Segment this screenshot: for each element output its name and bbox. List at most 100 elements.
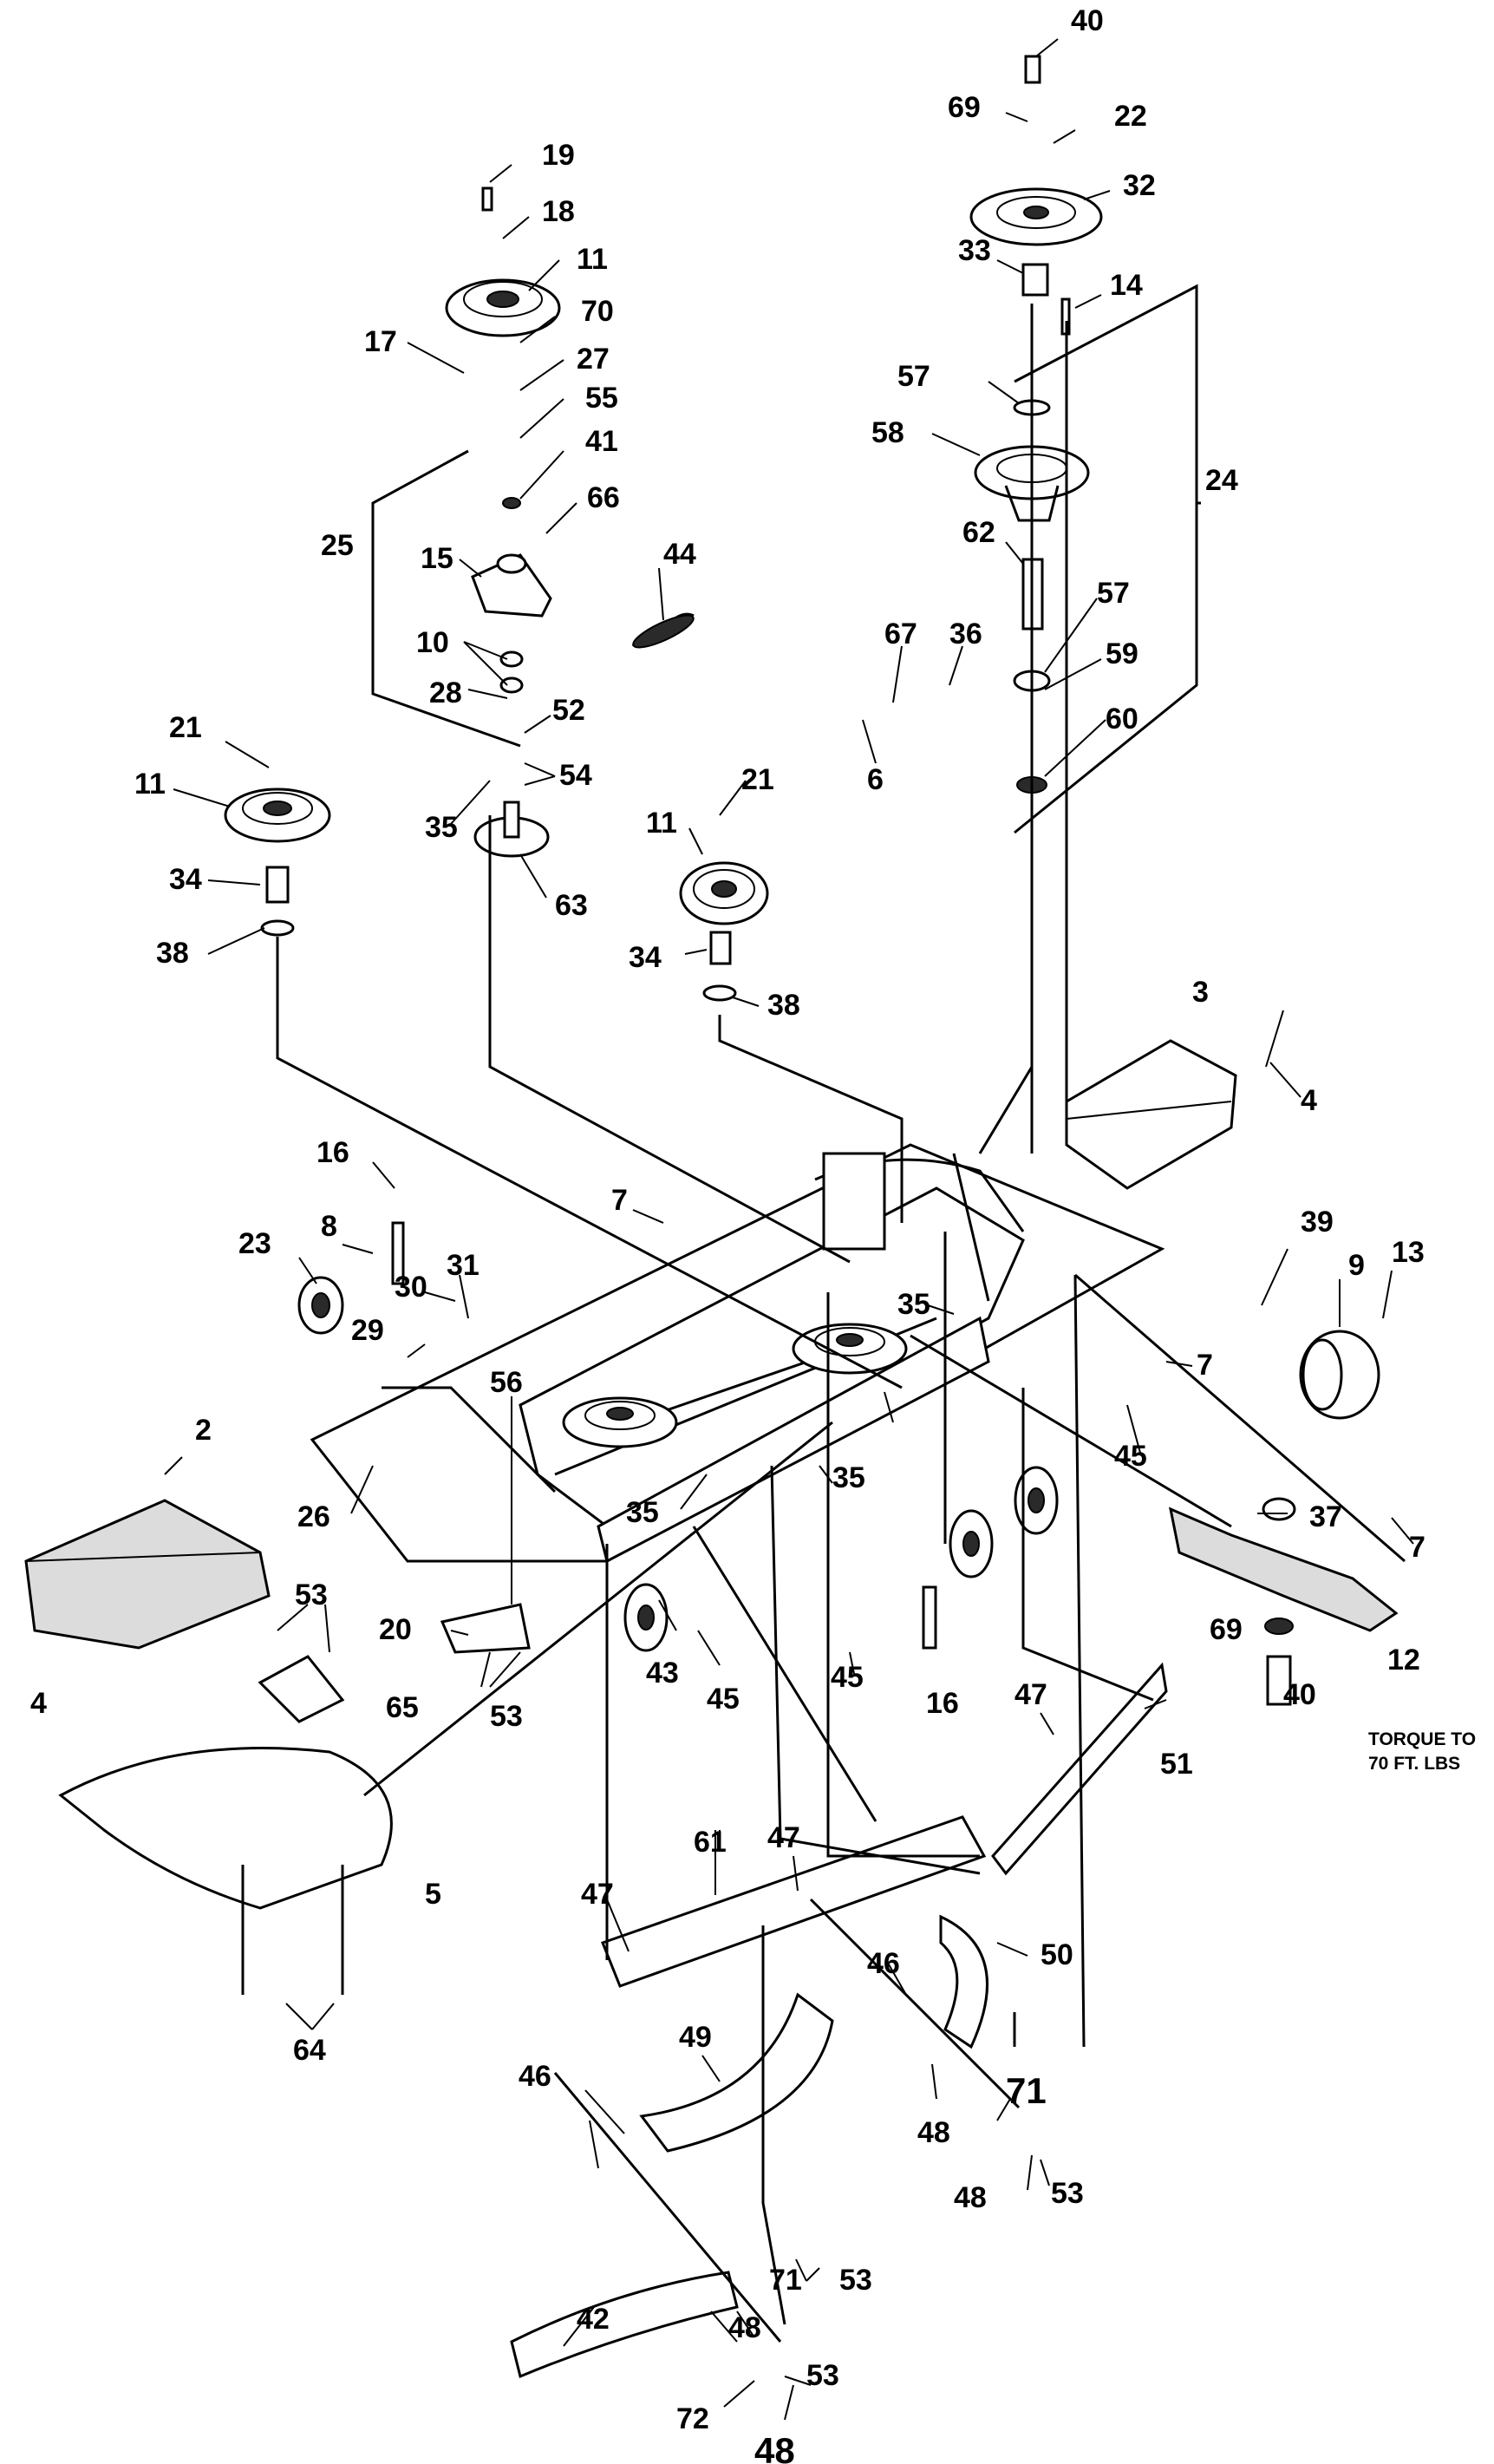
callout-42: 42 [577, 2303, 610, 2336]
callout-16: 16 [316, 1136, 349, 1169]
callout-29: 29 [351, 1314, 384, 1347]
callout-45: 45 [1114, 1440, 1147, 1473]
callout-46: 46 [867, 1947, 900, 1980]
callout-8: 8 [321, 1210, 337, 1243]
callout-23: 23 [238, 1227, 271, 1260]
callout-14: 14 [1110, 269, 1143, 302]
callout-30: 30 [395, 1271, 427, 1304]
pulley-11-top [445, 278, 561, 337]
callout-35: 35 [626, 1496, 659, 1529]
callout-62: 62 [962, 516, 995, 549]
callout-33: 33 [958, 234, 991, 267]
foot-rest-plate [58, 1747, 393, 1910]
spring-44 [631, 612, 695, 649]
callout-7: 7 [1197, 1349, 1213, 1382]
anti-scalp-wheel-9 [1299, 1330, 1380, 1420]
callout-35: 35 [425, 811, 458, 844]
belt-cover-left [24, 1499, 271, 1650]
callout-38: 38 [156, 937, 189, 970]
callout-66: 66 [587, 481, 620, 514]
torque-note-line-2: 70 FT. LBS [1368, 1754, 1460, 1774]
callout-27: 27 [577, 343, 610, 376]
callout-19: 19 [542, 139, 575, 172]
callout-18: 18 [542, 195, 575, 228]
callout-50: 50 [1041, 1938, 1073, 1971]
callout-56: 56 [490, 1366, 523, 1399]
callout-45: 45 [707, 1683, 740, 1716]
belt-cover-right [1065, 1039, 1237, 1190]
callout-69: 69 [948, 91, 981, 124]
callout-31: 31 [447, 1249, 480, 1282]
callout-35: 35 [832, 1461, 865, 1494]
callout-44: 44 [663, 538, 696, 571]
mount-bracket-65 [258, 1655, 345, 1723]
callout-35: 35 [897, 1288, 930, 1321]
callout-48: 48 [754, 2430, 795, 2464]
deck-wheel-left-front [623, 1583, 669, 1652]
callout-6: 6 [867, 763, 884, 796]
callout-47: 47 [1014, 1678, 1047, 1711]
callout-11: 11 [646, 807, 677, 840]
callout-25: 25 [321, 529, 354, 562]
callout-59: 59 [1106, 637, 1138, 670]
callout-11: 11 [134, 768, 166, 801]
pulley-11-left [224, 788, 331, 843]
callout-15: 15 [421, 542, 453, 575]
callout-67: 67 [884, 618, 917, 650]
deck-pulley-left [562, 1396, 678, 1448]
callout-4: 4 [1301, 1084, 1317, 1117]
baffle-61 [601, 1815, 987, 1988]
callout-9: 9 [1348, 1249, 1365, 1282]
callout-38: 38 [767, 989, 800, 1022]
callout-43: 43 [646, 1657, 679, 1690]
callout-7: 7 [611, 1184, 628, 1217]
callout-40: 40 [1283, 1678, 1316, 1711]
callout-60: 60 [1106, 703, 1138, 735]
belt-routing-lines [241, 304, 1406, 2343]
idler-arm-15 [471, 553, 552, 618]
callout-20: 20 [379, 1613, 412, 1646]
callout-4: 4 [30, 1687, 47, 1720]
shield-49 [639, 1992, 834, 2153]
callout-41: 41 [585, 425, 618, 458]
callout-72: 72 [676, 2402, 709, 2435]
bracket-63 [473, 801, 550, 858]
torque-note-line-1: TORQUE TO [1368, 1729, 1476, 1749]
callout-17: 17 [364, 325, 397, 358]
callout-34: 34 [629, 941, 662, 974]
callout-5: 5 [425, 1878, 441, 1911]
callout-53: 53 [839, 2264, 872, 2297]
callout-53: 53 [490, 1700, 523, 1733]
callout-45: 45 [831, 1661, 864, 1694]
callout-47: 47 [767, 1821, 800, 1854]
callout-7: 7 [1409, 1531, 1425, 1564]
callout-21: 21 [169, 711, 202, 744]
callout-16: 16 [926, 1687, 959, 1720]
callout-57: 57 [897, 360, 930, 393]
callout-64: 64 [293, 2034, 326, 2067]
shield-42 [510, 2271, 739, 2379]
callout-47: 47 [581, 1878, 614, 1911]
callout-28: 28 [429, 676, 462, 709]
bracket-20 [440, 1603, 531, 1654]
callout-10: 10 [416, 626, 449, 659]
callout-12: 12 [1387, 1644, 1420, 1676]
callout-48: 48 [917, 2116, 950, 2149]
deck-wheel-right-2 [1014, 1466, 1059, 1535]
callout-22: 22 [1114, 100, 1147, 133]
callout-3: 3 [1192, 976, 1209, 1009]
callout-2: 2 [195, 1414, 212, 1447]
callout-37: 37 [1309, 1500, 1342, 1533]
callout-58: 58 [871, 416, 904, 449]
callout-65: 65 [386, 1691, 419, 1724]
cutting-blade [1168, 1497, 1399, 1706]
callout-36: 36 [949, 618, 982, 650]
callout-53: 53 [806, 2359, 839, 2392]
callout-46: 46 [519, 2060, 551, 2093]
callout-32: 32 [1123, 169, 1156, 202]
callout-71: 71 [1006, 2070, 1047, 2111]
callout-69: 69 [1210, 1613, 1243, 1646]
